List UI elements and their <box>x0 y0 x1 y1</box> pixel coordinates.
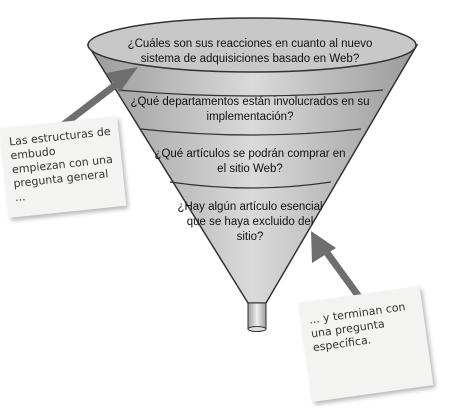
funnel-question-2: ¿Qué departamentos están involucrados en… <box>130 96 370 123</box>
funnel-spout-end <box>247 326 267 332</box>
funnel-spout <box>247 302 267 330</box>
funnel-question-1: ¿Cuáles son sus reacciones en cuanto al … <box>127 38 373 65</box>
funnel-question-3: ¿Qué artículos se podrán comprar en el s… <box>154 148 346 175</box>
arrow-left-head <box>106 67 138 92</box>
funnel-band-divider <box>117 89 384 97</box>
funnel-question-4: ¿Hay algún artículo esencial que se haya… <box>177 201 323 243</box>
arrow-right-head <box>311 231 336 263</box>
note-general-text: Las estructuras de embudo empiezan con u… <box>8 124 114 205</box>
funnel-band-divider <box>140 128 362 136</box>
funnel-rim <box>87 17 417 73</box>
note-specific-text: ... y terminan con una pregunta específi… <box>308 300 407 355</box>
funnel-band-divider <box>169 181 332 189</box>
note-specific-question: ... y terminan con una pregunta específi… <box>298 285 434 403</box>
note-general-question: Las estructuras de embudo empiezan con u… <box>0 116 127 218</box>
